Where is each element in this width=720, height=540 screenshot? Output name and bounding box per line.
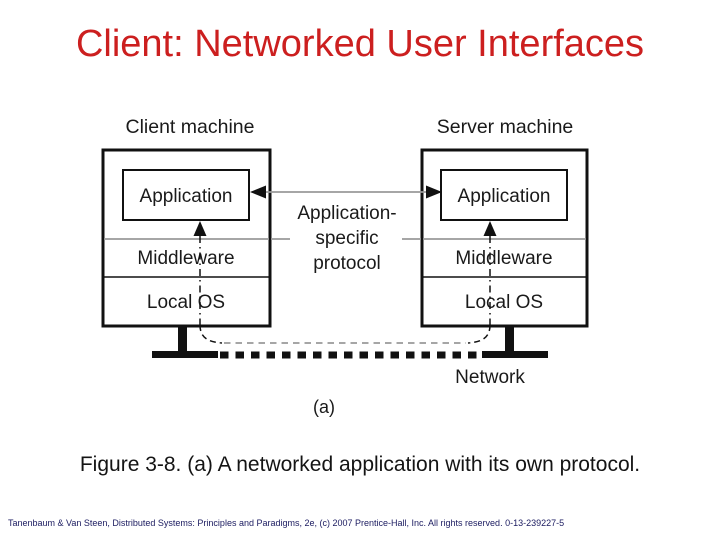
client-middleware-label: Middleware [137,248,234,269]
client-machine-label: Client machine [126,116,255,138]
protocol-label-line3: protocol [313,253,381,274]
client-application-box [122,169,250,221]
server-machine-label: Server machine [437,116,574,138]
client-path-curve [199,324,223,344]
slide-title: Client: Networked User Interfaces [75,23,645,65]
server-upward-arrowhead-icon [483,221,497,236]
protocol-label-line1: Application- [297,203,396,224]
server-stand-base [482,351,548,358]
copyright-footer: Tanenbaum & Van Steen, Distributed Syste… [8,518,565,528]
server-stand-post [505,326,514,352]
server-path-curve [467,324,491,344]
arrowhead-left-icon [250,185,266,199]
protocol-label-line2: specific [315,228,378,249]
client-upward-arrowhead-icon [193,221,207,236]
server-application-label: Application [458,186,551,207]
server-middleware-label: Middleware [455,248,552,269]
server-application-box [440,169,568,221]
client-localos-label: Local OS [147,292,225,313]
subfigure-label: (a) [313,397,335,417]
arrowhead-right-icon [426,185,442,199]
client-stand-post [178,326,187,352]
figure-caption: Figure 3-8. (a) A networked application … [79,453,641,476]
protocol-label-background [290,199,402,277]
client-stand-base [152,351,218,358]
client-application-label: Application [140,186,233,207]
server-localos-label: Local OS [465,292,543,313]
network-label: Network [455,367,525,388]
